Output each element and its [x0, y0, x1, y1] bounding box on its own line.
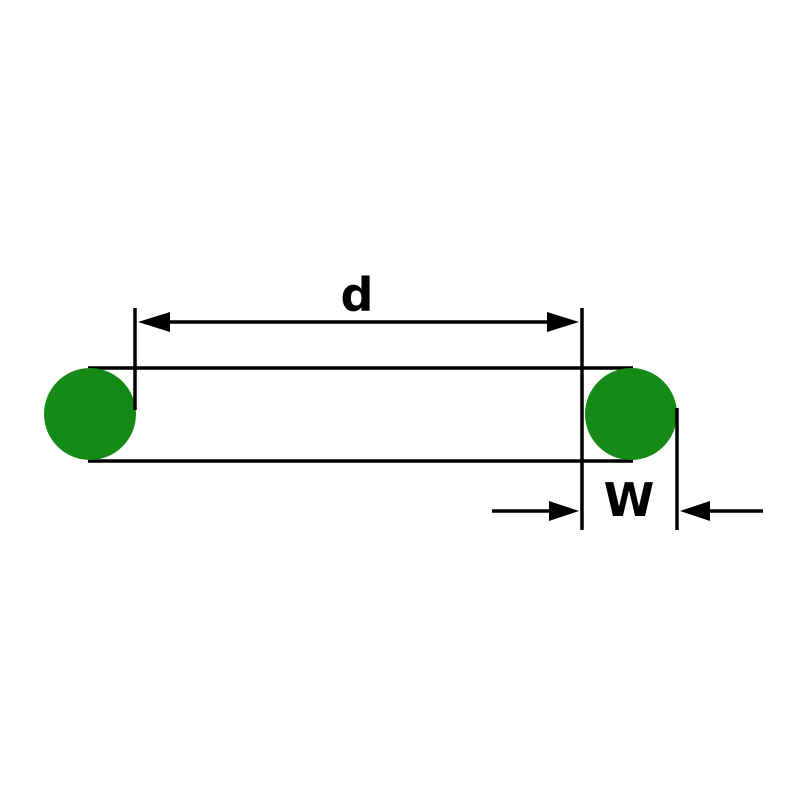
oring-right-cross-section [585, 368, 677, 460]
w-arrowhead-left-icon [549, 501, 579, 521]
d-arrowhead-left-icon [138, 312, 170, 332]
oring-left-cross-section [44, 368, 136, 460]
w-arrowhead-right-icon [680, 501, 710, 521]
d-arrowhead-right-icon [547, 312, 579, 332]
d-dimension-label: d [341, 268, 374, 322]
w-dimension-label: W [604, 473, 655, 527]
